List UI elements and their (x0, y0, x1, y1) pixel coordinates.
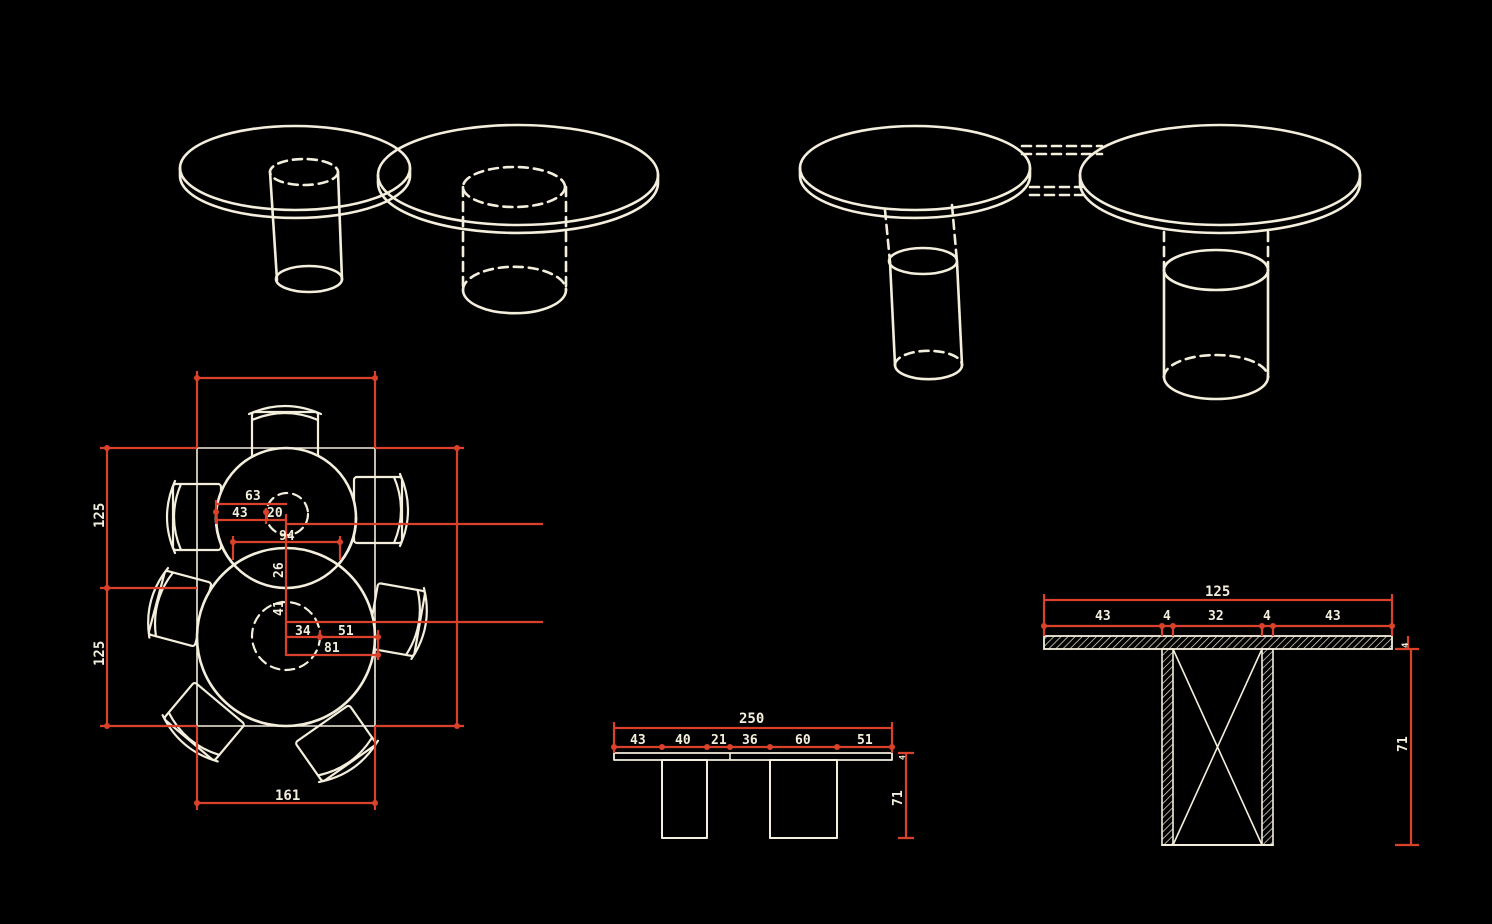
dim-81: 81 (324, 641, 340, 656)
dim-34: 34 (295, 624, 311, 639)
dim-side-top: 4 (898, 755, 907, 760)
dim-section-43-right: 43 (1325, 609, 1341, 624)
dim-side-71: 71 (891, 790, 906, 806)
dim-section-71: 71 (1396, 736, 1411, 752)
dim-section-4-left: 4 (1163, 609, 1171, 624)
chair-right-upper (352, 472, 410, 548)
dim-161: 161 (275, 788, 300, 804)
dim-250: 250 (739, 711, 764, 727)
dim-side-51: 51 (857, 733, 873, 748)
dim-20: 20 (267, 506, 283, 521)
dim-side-36: 36 (742, 733, 758, 748)
section-dimension-lines (1041, 594, 1419, 847)
chair-bottom-left (161, 681, 245, 763)
side-elevation: 250 43 40 21 36 60 51 71 4 (611, 711, 914, 840)
perspective-view-right (798, 123, 1362, 401)
dim-125-top: 125 (92, 503, 108, 528)
dim-section-32: 32 (1208, 609, 1224, 624)
plan-dimension-lines (100, 371, 543, 810)
dim-51-plan: 51 (338, 624, 354, 639)
chair-left-upper (165, 479, 223, 555)
perspective-view-left (178, 123, 660, 315)
dim-side-43: 43 (630, 733, 646, 748)
section-view: 125 43 4 32 4 43 4 71 (1041, 584, 1419, 847)
dim-125-bottom: 125 (92, 641, 108, 666)
dim-section-top: 4 (1401, 642, 1411, 648)
dim-side-40: 40 (675, 733, 691, 748)
dim-94: 94 (279, 529, 295, 544)
dim-section-43-left: 43 (1095, 609, 1111, 624)
dim-section-4-right: 4 (1263, 609, 1271, 624)
dim-63: 63 (245, 489, 261, 504)
side-dimension-lines (611, 722, 914, 840)
dim-43-plan: 43 (232, 506, 248, 521)
chair-right-lower (366, 582, 428, 661)
dim-26: 26 (272, 562, 287, 578)
plan-view: 161 125 125 63 43 20 94 26 41 34 51 81 (92, 371, 543, 810)
dim-side-21: 21 (711, 733, 727, 748)
dim-section-125: 125 (1205, 584, 1230, 600)
dim-side-60: 60 (795, 733, 811, 748)
dim-41: 41 (272, 600, 287, 616)
